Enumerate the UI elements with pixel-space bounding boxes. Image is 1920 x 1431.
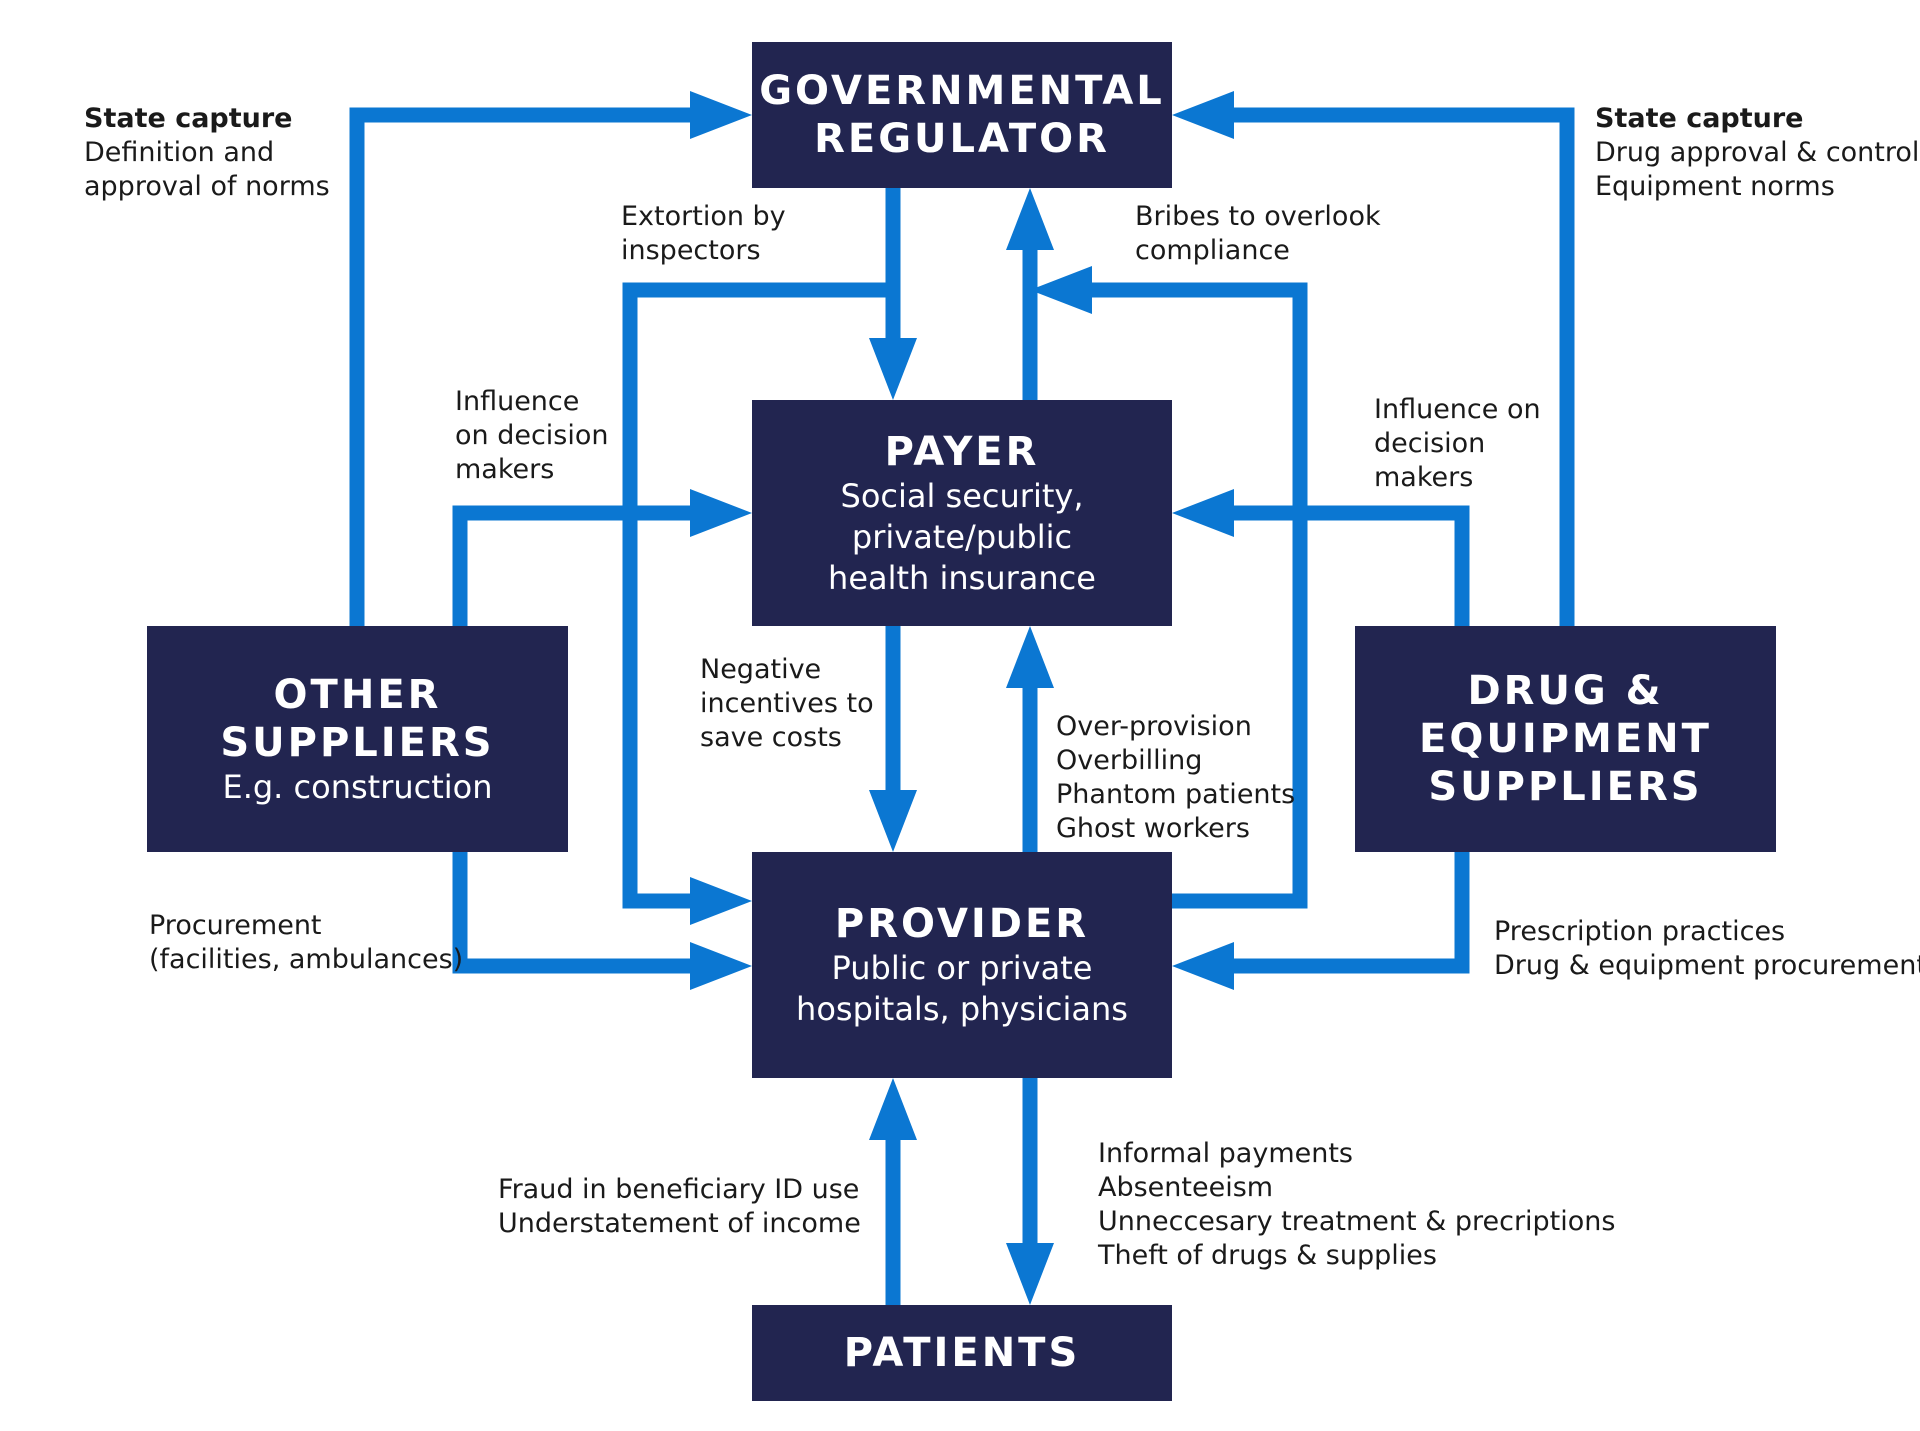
bribes-line-2: compliance <box>1135 235 1290 266</box>
other-suppliers-to-provider-arrow-head <box>690 942 752 990</box>
provider-abuse-line-4: Theft of drugs & supplies <box>1098 1240 1437 1271</box>
state-capture-left-line-1: Definition and <box>84 137 275 168</box>
bribes-label: Bribes to overlook compliance <box>1135 200 1381 268</box>
provider-to-patients-arrow-head <box>1006 1243 1054 1305</box>
other-suppliers-subtitle: E.g. construction <box>222 767 493 806</box>
procurement-right-line-1: Prescription practices <box>1494 916 1786 947</box>
procurement-right-label: Prescription practices Drug & equipment … <box>1494 915 1920 983</box>
provider-abuse-line-1: Informal payments <box>1098 1138 1353 1169</box>
other-suppliers-title-line-1: OTHER <box>273 671 442 718</box>
influence-left-line-2: on decision <box>455 420 609 451</box>
influence-right-label: Influence on decision makers <box>1374 393 1541 495</box>
overprovision-line-3: Phantom patients <box>1056 779 1296 810</box>
patients-title: PATIENTS <box>843 1330 1081 1376</box>
state-capture-left-heading: State capture <box>84 103 293 134</box>
provider-box: PROVIDER Public or private hospitals, ph… <box>752 852 1172 1078</box>
payer-box: PAYER Social security, private/public he… <box>752 400 1172 626</box>
drug-suppliers-to-regulator-arrow-head <box>1172 91 1234 139</box>
drug-suppliers-to-payer-arrow-head <box>1172 489 1234 537</box>
patients-box: PATIENTS <box>752 1305 1172 1401</box>
other-suppliers-to-regulator-arrow-shaft <box>349 107 696 626</box>
extortion-line-2: inspectors <box>621 235 761 266</box>
payer-to-regulator-arrow-head <box>1006 188 1054 250</box>
other-suppliers-box: OTHER SUPPLIERS E.g. construction <box>147 626 568 852</box>
drug-suppliers-to-regulator-arrow-shaft <box>1228 107 1575 626</box>
drug-suppliers-title-line-3: SUPPLIERS <box>1428 764 1703 810</box>
negative-incentives-line-3: save costs <box>700 722 842 753</box>
influence-right-line-1: Influence on <box>1374 394 1541 425</box>
overprovision-line-2: Overbilling <box>1056 745 1203 776</box>
other-suppliers-title-line-2: SUPPLIERS <box>220 719 495 766</box>
state-capture-left-line-2: approval of norms <box>84 171 330 202</box>
other-suppliers-to-payer-arrow-shaft <box>452 505 696 626</box>
extortion-label: Extortion by inspectors <box>621 200 786 268</box>
patient-fraud-line-2: Understatement of income <box>498 1208 861 1239</box>
influence-left-line-1: Influence <box>455 386 580 417</box>
patients-to-provider-arrow-head <box>869 1078 917 1140</box>
payer-to-provider-arrow-head <box>869 790 917 852</box>
drug-equipment-suppliers-box: DRUG & EQUIPMENT SUPPLIERS <box>1355 626 1776 852</box>
provider-abuse-line-3: Unneccesary treatment & precriptions <box>1098 1206 1616 1237</box>
overprovision-label: Over-provision Overbilling Phantom patie… <box>1056 710 1295 846</box>
payer-subtitle-line-3: health insurance <box>828 558 1096 597</box>
state-capture-right-label: State capture Drug approval & control Eq… <box>1595 102 1919 204</box>
regulator-to-provider-extortion-arrow-head <box>690 877 752 925</box>
governmental-regulator-box: GOVERNMENTAL REGULATOR <box>752 42 1172 188</box>
regulator-title-line-1: GOVERNMENTAL <box>759 68 1165 114</box>
influence-right-line-3: makers <box>1374 462 1474 493</box>
drug-suppliers-title-line-1: DRUG & <box>1467 668 1664 714</box>
overprovision-line-1: Over-provision <box>1056 711 1252 742</box>
regulator-title-line-2: REGULATOR <box>814 116 1110 162</box>
other-suppliers-to-regulator-arrow-head <box>690 91 752 139</box>
state-capture-right-line-1: Drug approval & control <box>1595 137 1920 168</box>
provider-to-payer-arrow-head <box>1006 626 1054 688</box>
provider-abuse-label: Informal payments Absenteeism Unneccesar… <box>1098 1137 1615 1273</box>
provider-abuse-line-2: Absenteeism <box>1098 1172 1274 1203</box>
drug-suppliers-to-payer-arrow-shaft <box>1228 505 1470 626</box>
provider-to-regulator-bribes-arrow-head <box>1030 266 1092 314</box>
other-suppliers-to-provider-arrow-shaft <box>452 852 696 974</box>
state-capture-left-label: State capture Definition and approval of… <box>84 102 330 204</box>
drug-suppliers-to-provider-arrow-head <box>1172 942 1234 990</box>
bribes-line-1: Bribes to overlook <box>1135 201 1381 232</box>
state-capture-right-line-2: Equipment norms <box>1595 171 1835 202</box>
payer-subtitle-line-1: Social security, <box>840 476 1084 515</box>
negative-incentives-label: Negative incentives to save costs <box>700 653 874 755</box>
negative-incentives-line-2: incentives to <box>700 688 874 719</box>
provider-to-regulator-bribes-arrow-shaft <box>1086 282 1308 909</box>
overprovision-line-4: Ghost workers <box>1056 813 1250 844</box>
drug-suppliers-to-provider-arrow-shaft <box>1228 852 1470 974</box>
drug-suppliers-title-line-2: EQUIPMENT <box>1419 716 1712 762</box>
patient-fraud-label: Fraud in beneficiary ID use Understateme… <box>498 1173 861 1241</box>
state-capture-right-heading: State capture <box>1595 103 1804 134</box>
procurement-left-line-2: (facilities, ambulances) <box>149 944 464 975</box>
influence-left-line-3: makers <box>455 454 555 485</box>
influence-left-label: Influence on decision makers <box>455 385 609 487</box>
procurement-left-line-1: Procurement <box>149 910 322 941</box>
provider-title: PROVIDER <box>834 901 1090 947</box>
negative-incentives-line-1: Negative <box>700 654 822 685</box>
payer-subtitle-line-2: private/public <box>851 517 1073 556</box>
provider-subtitle-line-2: hospitals, physicians <box>796 990 1128 1028</box>
provider-subtitle-line-1: Public or private <box>831 949 1093 987</box>
extortion-line-1: Extortion by <box>621 201 786 232</box>
payer-title: PAYER <box>884 428 1040 475</box>
procurement-right-line-2: Drug & equipment procurement <box>1494 950 1920 981</box>
influence-right-line-2: decision <box>1374 428 1486 459</box>
procurement-left-label: Procurement (facilities, ambulances) <box>149 909 463 977</box>
regulator-to-payer-arrow-head <box>869 338 917 400</box>
other-suppliers-to-payer-arrow-head <box>690 489 752 537</box>
patient-fraud-line-1: Fraud in beneficiary ID use <box>498 1174 860 1205</box>
